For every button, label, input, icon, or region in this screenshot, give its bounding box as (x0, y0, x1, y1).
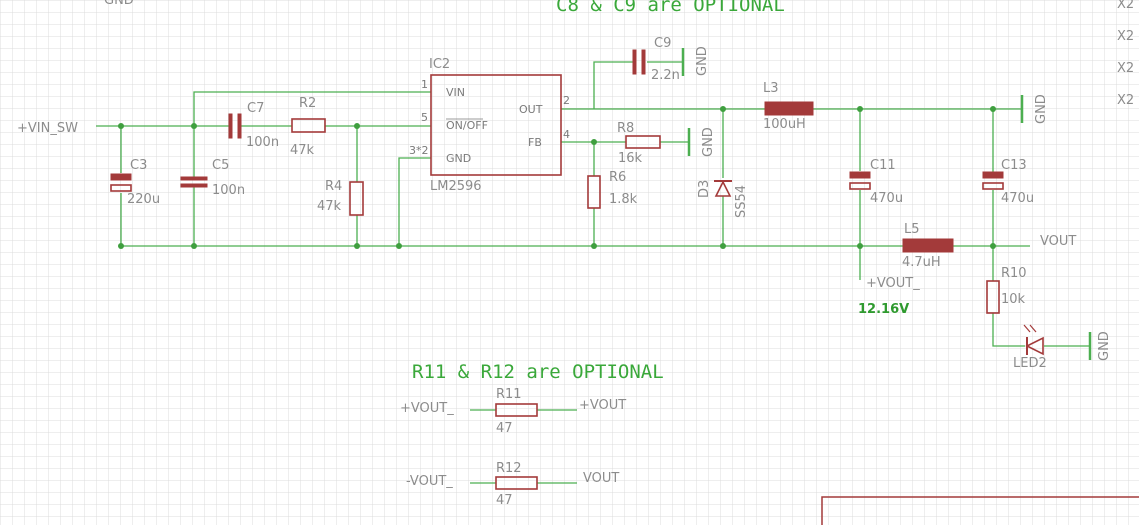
d3-name: D3 (697, 180, 712, 198)
x-label-3: X2 (1117, 61, 1134, 76)
r10-value: 10k (1001, 292, 1026, 307)
x-label-1: X2 (1117, 0, 1134, 12)
x-label-4: X2 (1117, 93, 1134, 108)
c7-name: C7 (247, 101, 264, 116)
ic2-lm2596[interactable]: IC2 LM2596 VIN ON/OFF GND OUT FB 1 5 3*2… (409, 57, 570, 194)
inductor-l3[interactable]: L3 100uH (763, 81, 814, 132)
c13-value: 470u (1001, 191, 1034, 206)
l5-name: L5 (904, 222, 920, 237)
gnd-label-top: GND (104, 0, 134, 8)
resistor-r2[interactable]: R2 47k (290, 96, 326, 158)
note-c8-c9-optional: C8 & C9 are OPTIONAL (556, 0, 785, 16)
diode-d3[interactable]: D3 SS54 (697, 180, 749, 218)
c11-value: 470u (870, 191, 903, 206)
r2-value: 47k (290, 143, 315, 158)
capacitor-c7[interactable]: C7 100n (228, 101, 279, 150)
capacitor-c11[interactable]: C11 470u (849, 158, 903, 206)
gnd-label-led: GND (1097, 331, 1112, 361)
pin-number-on-off: 5 (421, 111, 428, 124)
net-r12-right: VOUT (583, 471, 619, 486)
r4-name: R4 (325, 179, 342, 194)
net-vin-sw: +VIN_SW (17, 121, 78, 136)
c7-value: 100n (246, 135, 279, 150)
resistor-r8[interactable]: R8 16k (617, 121, 661, 166)
l3-value: 100uH (763, 117, 806, 132)
pin-number-vin: 1 (421, 78, 428, 91)
gnd-label-c9: GND (695, 46, 710, 76)
resistor-r12[interactable]: R12 47 (495, 461, 538, 508)
capacitor-c3[interactable]: C3 220u (110, 158, 160, 207)
c5-name: C5 (212, 158, 229, 173)
note-r11-r12-optional: R11 & R12 are OPTIONAL (412, 361, 664, 383)
r12-name: R12 (496, 461, 522, 476)
c9-name: C9 (654, 36, 671, 51)
c11-name: C11 (870, 158, 896, 173)
net-r12-left: -VOUT_ (406, 474, 453, 489)
l3-name: L3 (763, 81, 779, 96)
led-led2[interactable]: LED2 (1013, 324, 1047, 371)
resistor-r6[interactable]: R6 1.8k (587, 170, 638, 209)
capacitor-c5[interactable]: C5 100n (180, 158, 245, 198)
d3-value: SS54 (734, 185, 749, 218)
r6-name: R6 (609, 170, 626, 185)
r2-name: R2 (299, 96, 316, 111)
gnd-label-r8: GND (701, 127, 716, 157)
pin-fb: FB (528, 136, 542, 149)
inductor-l5[interactable]: L5 4.7uH (902, 222, 954, 270)
junctions (118, 106, 996, 249)
pin-number-out: 2 (563, 94, 570, 107)
led2-name: LED2 (1013, 356, 1047, 371)
r11-value: 47 (496, 421, 513, 436)
net-labels: +VIN_SW VOUT +VOUT_ +VOUT_ +VOUT -VOUT_ … (17, 121, 1076, 489)
net-r11-left: +VOUT_ (400, 401, 454, 416)
c5-value: 100n (212, 183, 245, 198)
net-r11-right: +VOUT (579, 398, 626, 413)
gnd-label-out: GND (1034, 94, 1049, 124)
c13-name: C13 (1001, 158, 1027, 173)
pin-number-gnd: 3*2 (409, 144, 429, 157)
pin-vin: VIN (446, 86, 465, 99)
r6-value: 1.8k (609, 192, 638, 207)
x-label-2: X2 (1117, 29, 1134, 44)
pin-out: OUT (519, 103, 543, 116)
c9-value: 2.2n (651, 68, 680, 83)
r11-name: R11 (496, 387, 522, 402)
capacitor-c9[interactable]: C9 2.2n (632, 36, 680, 83)
r8-name: R8 (617, 121, 634, 136)
c3-name: C3 (130, 158, 147, 173)
net-vout-neg: +VOUT_ (866, 276, 920, 291)
gnd-symbols: GND GND GND GND (681, 46, 1112, 361)
resistor-r11[interactable]: R11 47 (495, 387, 538, 436)
ic2-value: LM2596 (430, 179, 482, 194)
drawing-frame (821, 496, 1139, 525)
r4-value: 47k (317, 199, 342, 214)
net-vout: VOUT (1040, 234, 1076, 249)
pin-number-fb: 4 (563, 128, 570, 141)
l5-value: 4.7uH (902, 255, 941, 270)
measurement-voltage: 12.16V (858, 302, 909, 317)
capacitor-c13[interactable]: C13 470u (982, 158, 1034, 206)
pin-gnd: GND (446, 152, 471, 165)
pin-on-off: ON/OFF (446, 119, 488, 132)
ic2-name: IC2 (429, 57, 450, 72)
resistor-r10[interactable]: R10 10k (986, 266, 1027, 314)
resistor-r4[interactable]: R4 47k (317, 179, 364, 216)
r10-name: R10 (1001, 266, 1027, 281)
c3-value: 220u (127, 192, 160, 207)
r12-value: 47 (496, 493, 513, 508)
r8-value: 16k (618, 151, 643, 166)
